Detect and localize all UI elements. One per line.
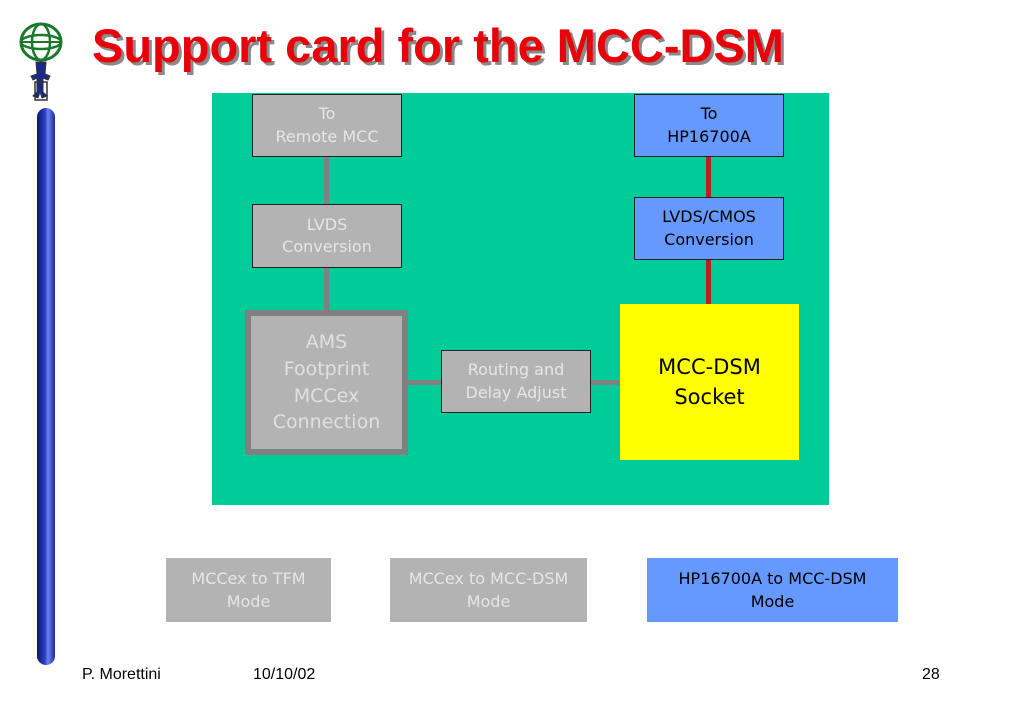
mode-label-line: Mode (466, 592, 511, 611)
wire-lvds-ams (324, 268, 329, 310)
box-label-line: To (700, 104, 718, 124)
mode-label-line: MCCex to MCC-DSM (408, 568, 569, 588)
mode-hp16700a-mcc-dsm: HP16700A to MCC-DSM Mode (647, 558, 898, 622)
footer-date: 10/10/02 (253, 666, 316, 683)
box-label-line: MCC-DSM (658, 354, 761, 379)
box-label-line: To (318, 104, 336, 124)
box-label-line: LVDS (306, 214, 348, 234)
slide-title: Support card for the MCC-DSM (92, 19, 784, 72)
vertical-bar (37, 108, 55, 665)
wire-cmos-socket (706, 260, 711, 304)
box-label-line: Routing and (467, 360, 565, 380)
mode-label-line: Mode (226, 592, 271, 611)
wire-remote-lvds (324, 157, 329, 204)
footer-page-number: 28 (922, 666, 940, 683)
mode-mccex-mcc-dsm: MCCex to MCC-DSM Mode (390, 558, 587, 622)
mode-label-line: MCCex to TFM (191, 568, 306, 588)
box-label-line: Remote MCC (275, 126, 379, 146)
wire-routing-socket (591, 380, 620, 385)
box-label-line: Footprint (283, 357, 370, 380)
mcc-dsm-socket-box: MCC-DSM Socket (620, 304, 799, 460)
box-label-line: Conversion (282, 237, 372, 256)
wire-hp-cmos (706, 157, 711, 197)
box-label-line: AMS (305, 331, 348, 354)
box-label-line: Socket (674, 385, 745, 409)
mode-label-line: Mode (750, 592, 795, 611)
box-label-line: MCCex (293, 384, 360, 407)
mode-mccex-tfm: MCCex to TFM Mode (166, 558, 331, 622)
mode-label-line: HP16700A to MCC-DSM (678, 568, 867, 588)
box-label-line: Delay Adjust (465, 382, 567, 402)
atlas-logo-icon (19, 22, 63, 101)
box-label-line: Connection (272, 411, 381, 434)
wire-ams-routing (408, 380, 441, 385)
box-label-line: LVDS/CMOS (662, 207, 756, 227)
footer-author: P. Morettini (82, 666, 161, 683)
lvds-conversion-box: LVDS Conversion (252, 204, 402, 268)
box-label-line: Conversion (664, 229, 754, 249)
box-label-line: HP16700A (667, 126, 751, 146)
